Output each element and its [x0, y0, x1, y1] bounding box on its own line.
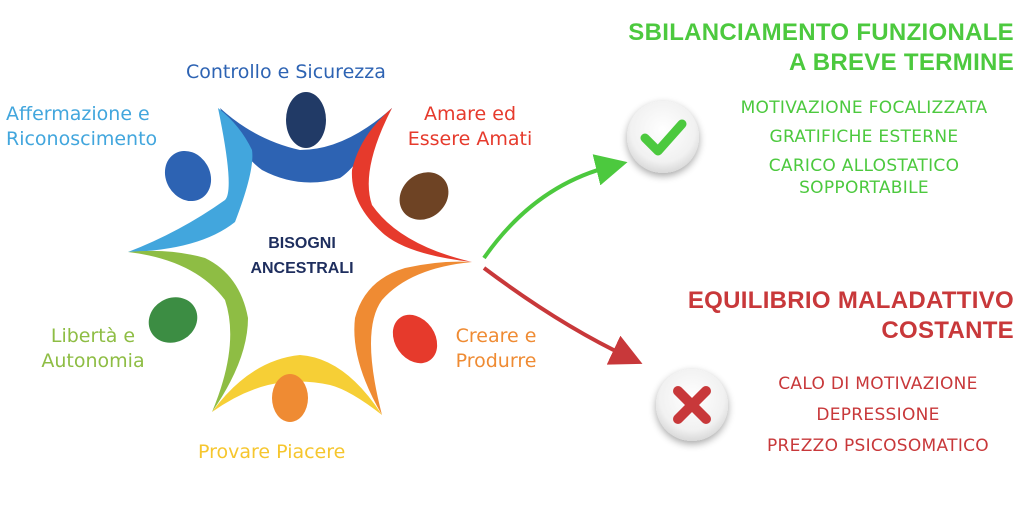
arm-green — [128, 250, 248, 412]
arrow-negative — [482, 266, 643, 365]
need-line2: Produrre — [455, 350, 537, 372]
negative-heading: EQUILIBRIO MALADATTIVO COSTANTE — [688, 286, 1014, 346]
head-navy — [286, 92, 326, 148]
center-line1: BISOGNI — [268, 235, 336, 252]
need-label-piacere: Provare Piacere — [198, 441, 346, 463]
arm-red — [351, 108, 472, 262]
need-line1: Affermazione e — [6, 103, 150, 125]
list-item: PREZZO PSICOSOMATICO — [767, 436, 989, 456]
need-label-liberta: Libertà e Autonomia — [26, 324, 160, 374]
need-label-affermazione: Affermazione e Riconoscimento — [6, 102, 157, 152]
positive-heading-line2: A BREVE TERMINE — [789, 49, 1014, 76]
people-heads — [148, 92, 449, 422]
head-orange — [272, 374, 308, 422]
arm-navy — [220, 108, 392, 183]
need-label-controllo: Controllo e Sicurezza — [186, 61, 386, 83]
head-green — [148, 297, 198, 343]
negative-item-list: CALO DI MOTIVAZIONE DEPRESSIONE PREZZO P… — [740, 373, 1016, 457]
positive-item-list: MOTIVAZIONE FOCALIZZATA GRATIFICHE ESTER… — [712, 97, 1016, 199]
positive-heading: SBILANCIAMENTO FUNZIONALE A BREVE TERMIN… — [628, 18, 1014, 78]
list-item: CALO DI MOTIVAZIONE — [778, 374, 978, 394]
arm-yellow — [212, 355, 382, 415]
need-label-creare: Creare e Produrre — [444, 324, 548, 374]
negative-heading-line2: COSTANTE — [881, 317, 1014, 344]
checkmark-icon — [640, 119, 687, 156]
center-line2: ANCESTRALI — [250, 260, 354, 277]
head-brown — [399, 172, 449, 220]
people-star — [128, 108, 472, 415]
list-item: MOTIVAZIONE FOCALIZZATA — [740, 98, 988, 118]
list-item: SOPPORTABILE — [799, 178, 929, 198]
need-line1: Libertà e — [50, 325, 136, 347]
positive-heading-line1: SBILANCIAMENTO FUNZIONALE — [628, 19, 1014, 46]
arm-blue — [128, 108, 253, 252]
need-line1: Amare ed — [423, 103, 517, 125]
list-item: GRATIFICHE ESTERNE — [769, 127, 959, 147]
head-red — [392, 314, 438, 364]
need-line2: Riconoscimento — [6, 128, 158, 150]
list-item: DEPRESSIONE — [816, 405, 940, 425]
arrow-positive — [482, 154, 628, 260]
check-badge — [627, 101, 699, 173]
need-line2: Essere Amati — [407, 128, 533, 150]
center-label: BISOGNI ANCESTRALI — [232, 231, 372, 281]
need-line2: Autonomia — [41, 350, 145, 372]
list-item: CARICO ALLOSTATICO — [768, 156, 960, 176]
head-blue — [164, 150, 212, 202]
cross-icon — [673, 386, 711, 424]
need-label-amare: Amare ed Essere Amati — [396, 102, 544, 152]
negative-heading-line1: EQUILIBRIO MALADATTIVO — [687, 287, 1014, 314]
need-line1: Creare e — [455, 325, 537, 347]
